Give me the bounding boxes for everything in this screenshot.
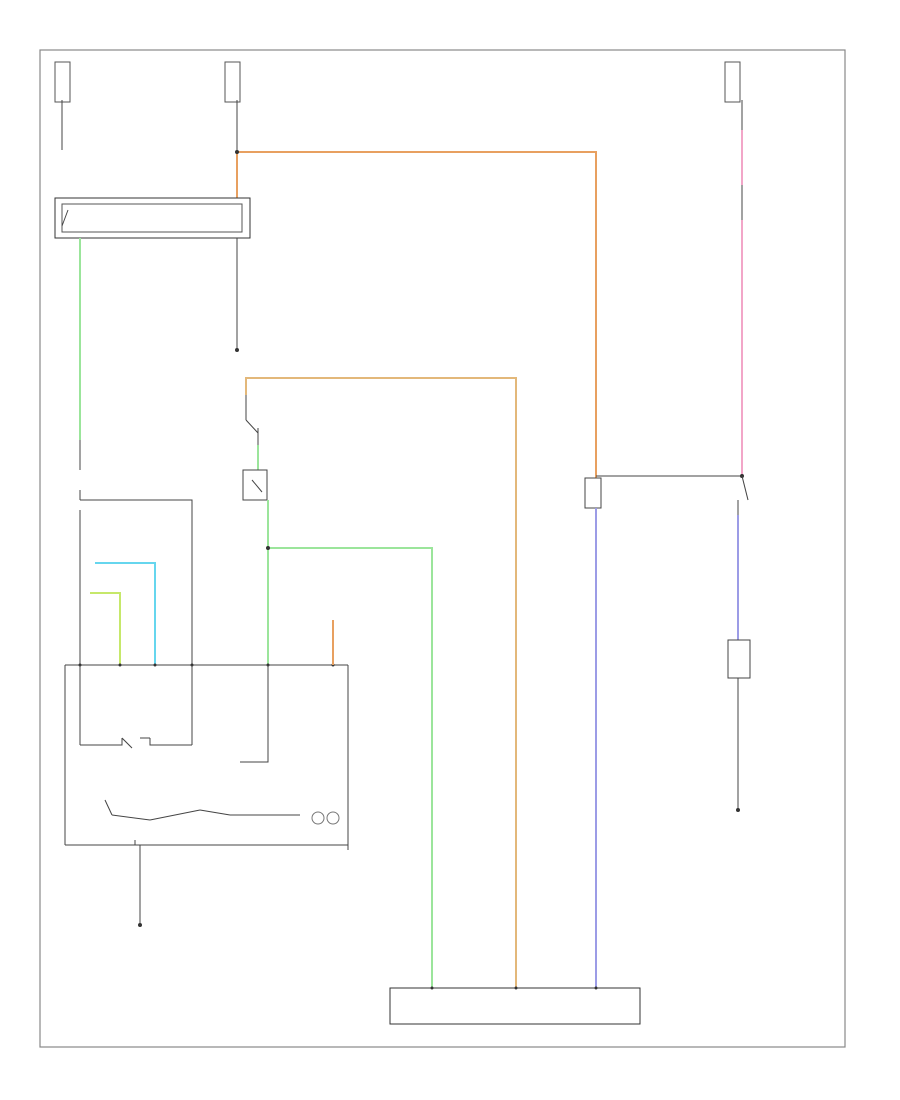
transmission-control-module (389, 986, 641, 1025)
wire-orange-top (237, 151, 597, 478)
pressure-switch (245, 395, 259, 445)
solenoid-right (727, 639, 751, 679)
fuse-block-right (724, 61, 743, 130)
lower-switch-group (65, 799, 348, 846)
wire-tan-middle (245, 377, 517, 988)
fuse-block-left (54, 61, 71, 150)
diagram-frame (39, 49, 846, 1048)
wire-lightblue-left (95, 562, 156, 665)
wire-yellowgreen-left (90, 592, 121, 665)
selector-switch-left (79, 440, 193, 665)
multi-connector-bar (54, 197, 251, 239)
rocker-switch-left (121, 737, 150, 749)
relay-switch-right (584, 477, 602, 509)
wire-green-middle (268, 547, 433, 988)
ignition-switch-fuse (224, 61, 241, 152)
